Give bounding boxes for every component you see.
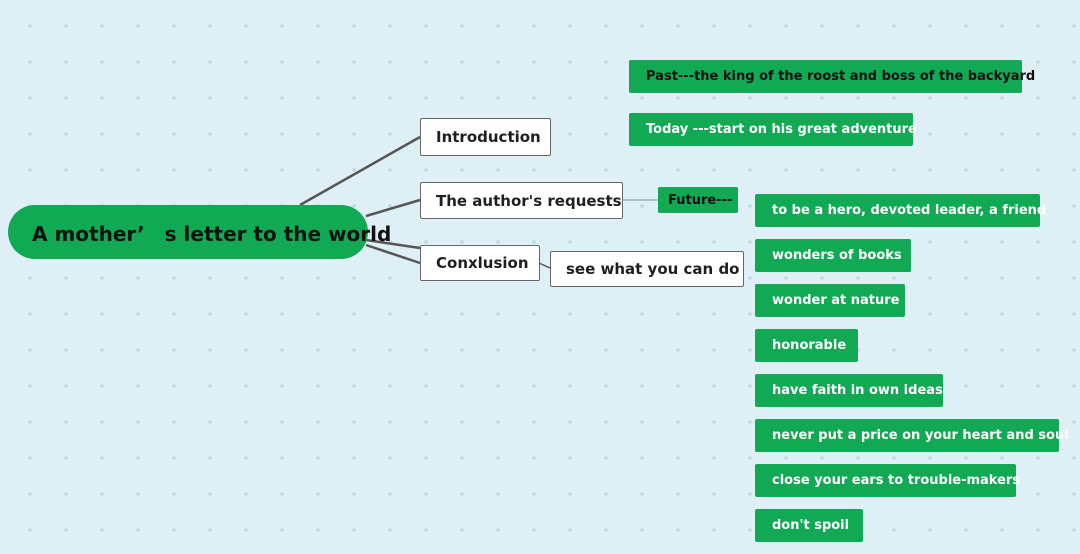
request-item[interactable]: have faith in own ideas <box>755 374 943 407</box>
request-item[interactable]: never put a price on your heart and soul <box>755 419 1069 452</box>
request-item[interactable]: close your ears to trouble-makers <box>755 464 1020 497</box>
subtopic-see-what-you-can-do[interactable]: see what you can do <box>550 251 744 287</box>
topic-introduction[interactable]: Introduction <box>420 118 551 156</box>
subtopic-today[interactable]: Today ---start on his great adventure <box>629 113 917 146</box>
request-item[interactable]: to be a hero, devoted leader, a friend <box>755 194 1046 227</box>
topic-authors-requests[interactable]: The author's requests <box>420 182 623 219</box>
subtopic-future[interactable]: Future--- <box>658 187 738 213</box>
topic-conclusion[interactable]: Conxlusion <box>420 245 540 281</box>
connector-root-conclusion <box>365 238 421 250</box>
request-item[interactable]: wonders of books <box>755 239 911 272</box>
central-topic[interactable]: A mother’ s letter to the world <box>8 205 391 259</box>
connector-conclusion-see <box>538 262 551 269</box>
request-item[interactable]: don't spoil <box>755 509 863 542</box>
connector-root-introduction <box>299 135 421 207</box>
subtopic-past[interactable]: Past---the king of the roost and boss of… <box>629 60 1035 93</box>
request-item[interactable]: wonder at nature <box>755 284 905 317</box>
connector-root-conclusion-2 <box>365 243 421 265</box>
connector-root-requests <box>365 198 421 218</box>
request-item[interactable]: honorable <box>755 329 858 362</box>
